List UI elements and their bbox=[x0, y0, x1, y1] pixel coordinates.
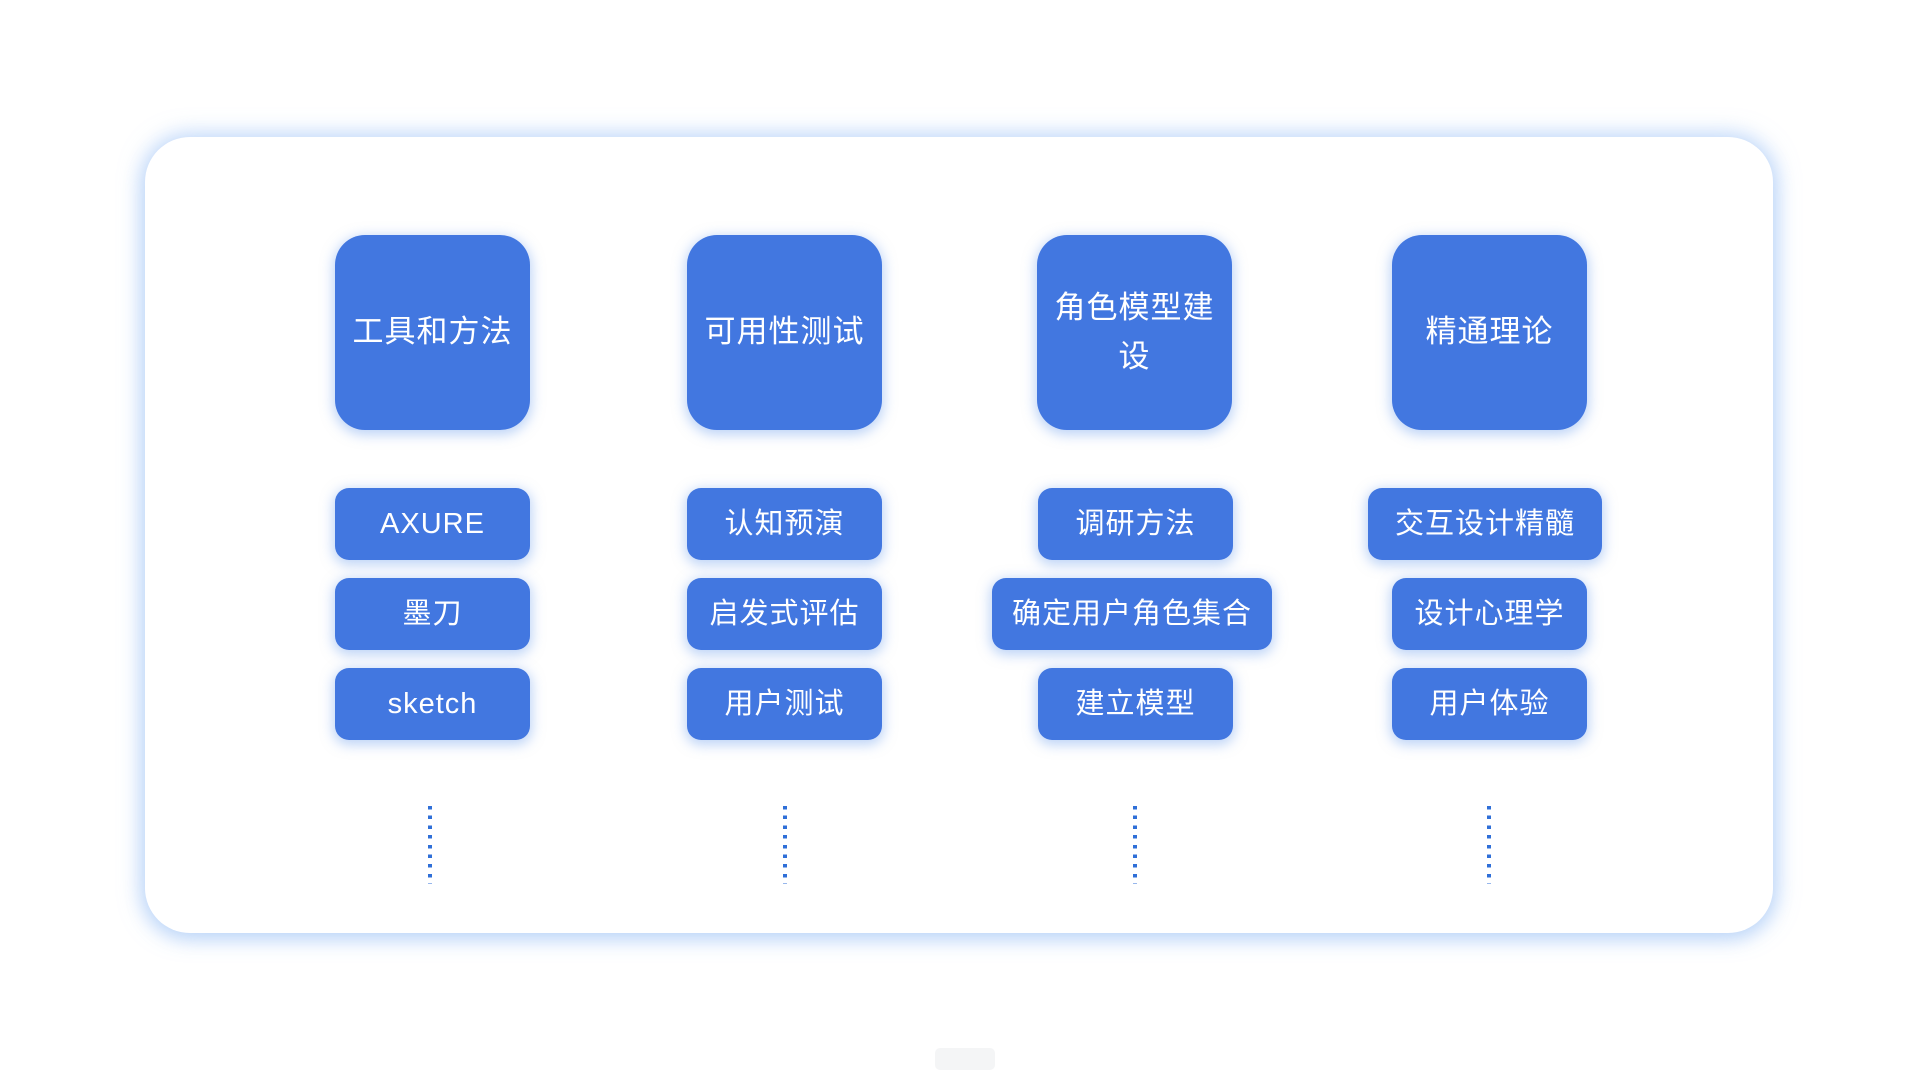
subtopic-node[interactable]: 建立模型 bbox=[1038, 668, 1233, 740]
topic-node[interactable]: 可用性测试 bbox=[687, 235, 882, 430]
subtopic-node[interactable]: 设计心理学 bbox=[1392, 578, 1587, 650]
more-items-dotted-connector bbox=[428, 806, 432, 884]
subtopic-node[interactable]: 启发式评估 bbox=[687, 578, 882, 650]
subtopic-node[interactable]: 交互设计精髓 bbox=[1368, 488, 1602, 560]
subtopic-node[interactable]: 认知预演 bbox=[687, 488, 882, 560]
subtopic-node[interactable]: AXURE bbox=[335, 488, 530, 560]
topic-node[interactable]: 角色模型建设 bbox=[1037, 235, 1232, 430]
watermark bbox=[935, 1048, 995, 1070]
subtopic-node[interactable]: 用户测试 bbox=[687, 668, 882, 740]
subtopic-node[interactable]: 用户体验 bbox=[1392, 668, 1587, 740]
subtopic-node[interactable]: sketch bbox=[335, 668, 530, 740]
subtopic-node[interactable]: 墨刀 bbox=[335, 578, 530, 650]
diagram-card: 工具和方法 AXURE 墨刀 sketch 可用性测试 认知预演 启发式评估 用… bbox=[145, 137, 1773, 933]
subtopic-node[interactable]: 调研方法 bbox=[1038, 488, 1233, 560]
subtopic-node[interactable]: 确定用户角色集合 bbox=[992, 578, 1272, 650]
more-items-dotted-connector bbox=[783, 806, 787, 884]
more-items-dotted-connector bbox=[1133, 806, 1137, 884]
topic-node[interactable]: 精通理论 bbox=[1392, 235, 1587, 430]
topic-node[interactable]: 工具和方法 bbox=[335, 235, 530, 430]
more-items-dotted-connector bbox=[1487, 806, 1491, 884]
